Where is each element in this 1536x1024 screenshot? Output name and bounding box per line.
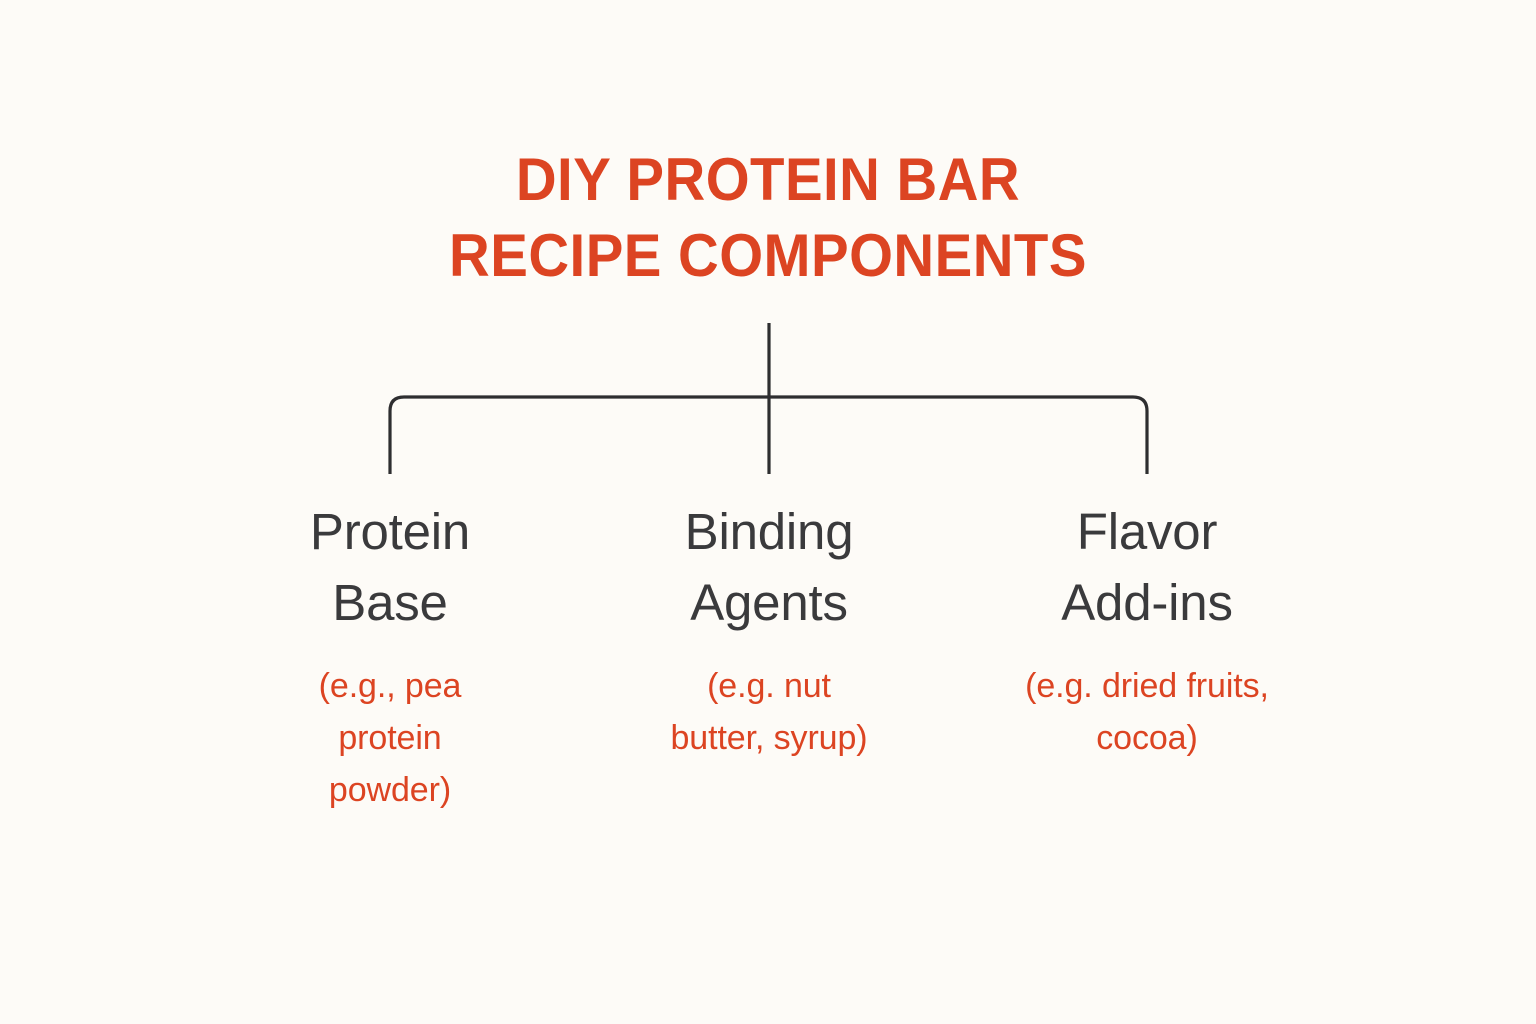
column-heading-protein-base: Protein Base — [309, 503, 471, 631]
column-binding-agents: Binding Agents (e.g. nut butter, syrup) — [639, 496, 899, 764]
column-protein-base: Protein Base (e.g., pea protein powder) — [260, 496, 520, 816]
column-heading-binding-agents: Binding Agents — [684, 503, 854, 631]
title-line-2: RECIPE COMPONENTS — [449, 222, 1087, 289]
column-example-protein-base: (e.g., pea protein powder) — [318, 667, 462, 809]
connector-horizontal-bar — [388, 395, 1149, 474]
column-example-binding-agents: (e.g. nut butter, syrup) — [670, 667, 868, 757]
title-line-1: DIY PROTEIN BAR — [515, 146, 1021, 213]
column-heading-flavor-addins: Flavor Add-ins — [1061, 503, 1233, 631]
column-group: Protein Base (e.g., pea protein powder) … — [0, 496, 1536, 836]
column-example-flavor-addins: (e.g. dried fruits, cocoa) — [1025, 667, 1269, 757]
page-title: DIY PROTEIN BAR RECIPE COMPONENTS — [0, 142, 1536, 294]
column-flavor-addins: Flavor Add-ins (e.g. dried fruits, cocoa… — [987, 496, 1307, 764]
